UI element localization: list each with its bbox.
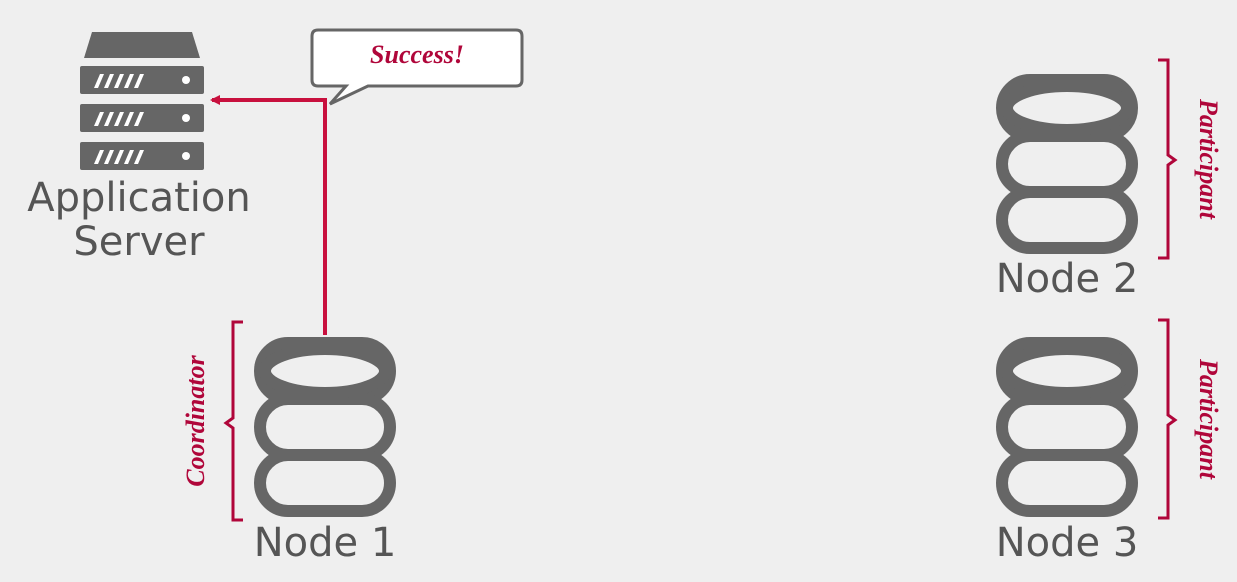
message-bubble <box>310 28 524 106</box>
node-3-label: Node 3 <box>995 520 1139 566</box>
participant-bracket-node3 <box>1158 318 1178 520</box>
database-icon <box>254 337 396 517</box>
participant-role-label-node2: Participant <box>1194 99 1223 219</box>
database-icon <box>996 337 1138 517</box>
participant-role-label-node3: Participant <box>1194 359 1223 479</box>
database-icon <box>996 74 1138 254</box>
server-rack-icon <box>80 32 204 170</box>
message-text: Success! <box>370 40 464 69</box>
node-2-label: Node 2 <box>995 256 1139 302</box>
node-1-label: Node 1 <box>253 520 397 566</box>
participant-bracket-node2 <box>1158 58 1178 260</box>
app-server-label-line2: Server <box>73 219 205 265</box>
coordinator-role-label: Coordinator <box>181 355 210 487</box>
coordinator-bracket <box>223 320 243 522</box>
response-arrow <box>210 95 327 335</box>
app-server-label-line1: Application <box>27 175 251 221</box>
